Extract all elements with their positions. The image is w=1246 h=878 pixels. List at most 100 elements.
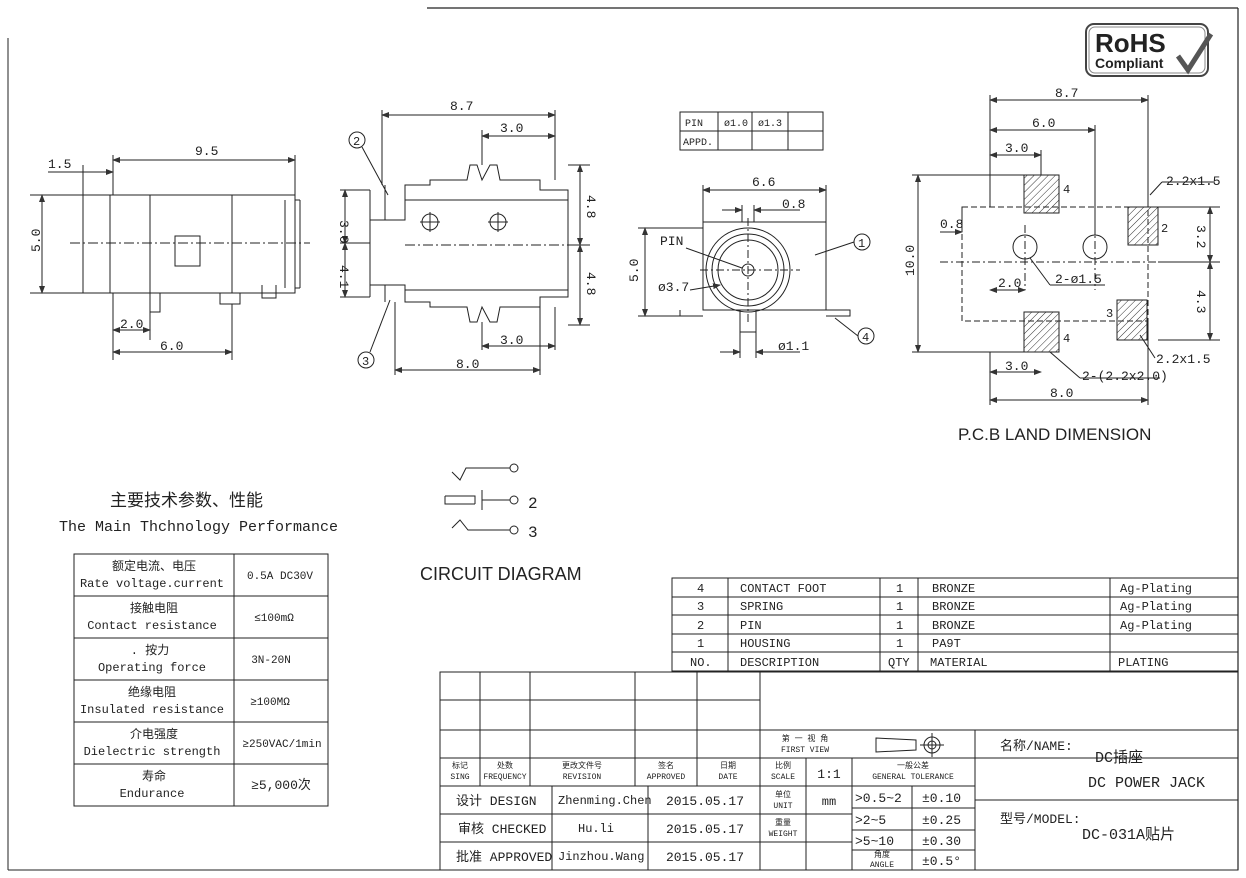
spec-row-1-val: ≤100mΩ: [254, 613, 294, 625]
bom-row-3-mat: PA9T: [932, 637, 961, 651]
circuit-title: CIRCUIT DIAGRAM: [420, 564, 582, 584]
bom-row-0-desc: CONTACT FOOT: [740, 582, 826, 596]
name-cn: DC插座: [1095, 749, 1143, 767]
dim-5-0-front: 5.0: [627, 259, 642, 282]
bom-row-3-desc: HOUSING: [740, 637, 790, 651]
circuit-label-3: 3: [528, 524, 538, 542]
dim-1-5: 1.5: [48, 157, 71, 172]
hdr-date-en: DATE: [718, 773, 737, 782]
dim-5-0-side: 5.0: [29, 229, 44, 252]
spec-row-4-val: ≥250VAC/1min: [242, 739, 321, 751]
tol-cn: 一般公差: [897, 760, 929, 771]
spec-row-4-cn: 介电强度: [130, 726, 178, 742]
compliant-text: Compliant: [1095, 55, 1164, 71]
pad-3: 3: [1106, 307, 1113, 321]
title-block: [439, 671, 1239, 871]
pcb-dim-10-0: 10.0: [903, 245, 918, 276]
hdr-freq-cn: 处数: [497, 760, 513, 771]
bom-header-desc: DESCRIPTION: [740, 656, 819, 670]
check-label: 审核 CHECKED: [458, 822, 547, 837]
dim-pin: ø1.1: [778, 339, 809, 354]
name-en: DC POWER JACK: [1088, 775, 1205, 792]
pcb-dim-4-3: 4.3: [1193, 290, 1208, 313]
bom-row-0-no: 4: [697, 582, 704, 596]
bom-row-2-plat: Ag-Plating: [1120, 619, 1192, 633]
appd-pin: PIN: [685, 119, 703, 130]
bom-row-2-mat: BRONZE: [932, 619, 975, 633]
spec-row-1-cn: 接触电阻: [130, 600, 178, 616]
spec-row-0-val: 0.5A DC30V: [247, 571, 313, 583]
weight-en: WEIGHT: [769, 830, 798, 839]
bom-header-material: MATERIAL: [930, 656, 988, 670]
hdr-rev-cn: 更改文件号: [562, 760, 602, 771]
spec-row-2-val: 3N-20N: [251, 655, 291, 667]
pad-4-top: 4: [1063, 183, 1070, 197]
tol-value-3: ±0.5°: [922, 854, 961, 869]
tol-value-0: ±0.10: [922, 791, 961, 806]
check-name: Hu.li: [578, 822, 614, 836]
pcb-dim-holes: 2-ø1.5: [1055, 272, 1102, 287]
bom-row-1-mat: BRONZE: [932, 600, 975, 614]
design-date: 2015.05.17: [666, 794, 744, 809]
rohs-logo: RoHS Compliant: [1085, 23, 1214, 77]
bom-row-2-no: 2: [697, 619, 704, 633]
hdr-freq-en: FREQUENCY: [483, 773, 526, 782]
pcb-dim-6-0: 6.0: [1032, 116, 1055, 131]
dim-0-8-front: 0.8: [782, 197, 805, 212]
tol-en: GENERAL TOLERANCE: [872, 773, 954, 782]
hdr-date-cn: 日期: [720, 761, 736, 771]
top-view: [340, 110, 590, 375]
tol-range-1: >2~5: [855, 813, 886, 828]
spec-row-3-val: ≥100MΩ: [250, 697, 290, 709]
appd-table: [679, 111, 824, 151]
pad-2: 2: [1161, 222, 1168, 236]
design-name: Zhenming.Chen: [558, 794, 652, 808]
bom-row-3-qty: 1: [896, 637, 903, 651]
circuit-label-2: 2: [528, 495, 538, 513]
approve-label: 批准 APPROVED: [456, 850, 552, 865]
circuit-diagram: [444, 463, 519, 535]
spec-row-5-cn: 寿命: [142, 768, 166, 784]
unit-en: UNIT: [773, 802, 792, 811]
front-view: [638, 185, 875, 358]
tol-range-0: >0.5~2: [855, 791, 902, 806]
hdr-sign-cn: 标记: [452, 760, 468, 771]
bom-row-1-no: 3: [697, 600, 704, 614]
pcb-dim-8-0: 8.0: [1050, 386, 1073, 401]
dim-6-0-side: 6.0: [160, 339, 183, 354]
pcb-dim-2-0: 2.0: [998, 276, 1021, 291]
dim-2-0-side: 2.0: [120, 317, 143, 332]
specs-title-cn: 主要技术参数、性能: [110, 491, 263, 511]
spec-row-2-cn: . 按力: [131, 643, 169, 658]
name-label: 名称/NAME:: [1000, 738, 1073, 754]
hdr-appr-cn: 签名: [658, 760, 674, 771]
dim-6-6: 6.6: [752, 175, 775, 190]
bom-table: [671, 577, 1239, 672]
callout-2: 2: [353, 135, 360, 149]
dim-3-0-top: 3.0: [500, 121, 523, 136]
angle-en: ANGLE: [870, 861, 894, 870]
side-view: [30, 155, 310, 360]
dim-8-0-top: 8.0: [456, 357, 479, 372]
dim-4-8-lower: 4.8: [583, 272, 598, 295]
dim-3-0-bottom: 3.0: [500, 333, 523, 348]
bom-row-2-qty: 1: [896, 619, 903, 633]
spec-row-4-en: Dielectric strength: [84, 745, 221, 759]
bom-row-2-desc: PIN: [740, 619, 762, 633]
pcb-dim-3-0-top: 3.0: [1005, 141, 1028, 156]
tol-value-2: ±0.30: [922, 834, 961, 849]
pcb-dim-8-7: 8.7: [1055, 86, 1078, 101]
appd-13: ø1.3: [758, 119, 782, 130]
rohs-text: RoHS: [1095, 28, 1166, 58]
scale-value: 1:1: [817, 767, 841, 782]
bom-row-1-plat: Ag-Plating: [1120, 600, 1192, 614]
dim-9-5: 9.5: [195, 144, 218, 159]
pcb-title: P.C.B LAND DIMENSION: [958, 425, 1151, 444]
spec-row-3-en: Insulated resistance: [80, 703, 224, 717]
tol-value-1: ±0.25: [922, 813, 961, 828]
appd-label: APPD.: [683, 138, 713, 149]
dim-4-8-upper: 4.8: [583, 195, 598, 218]
unit-value: mm: [822, 795, 836, 809]
